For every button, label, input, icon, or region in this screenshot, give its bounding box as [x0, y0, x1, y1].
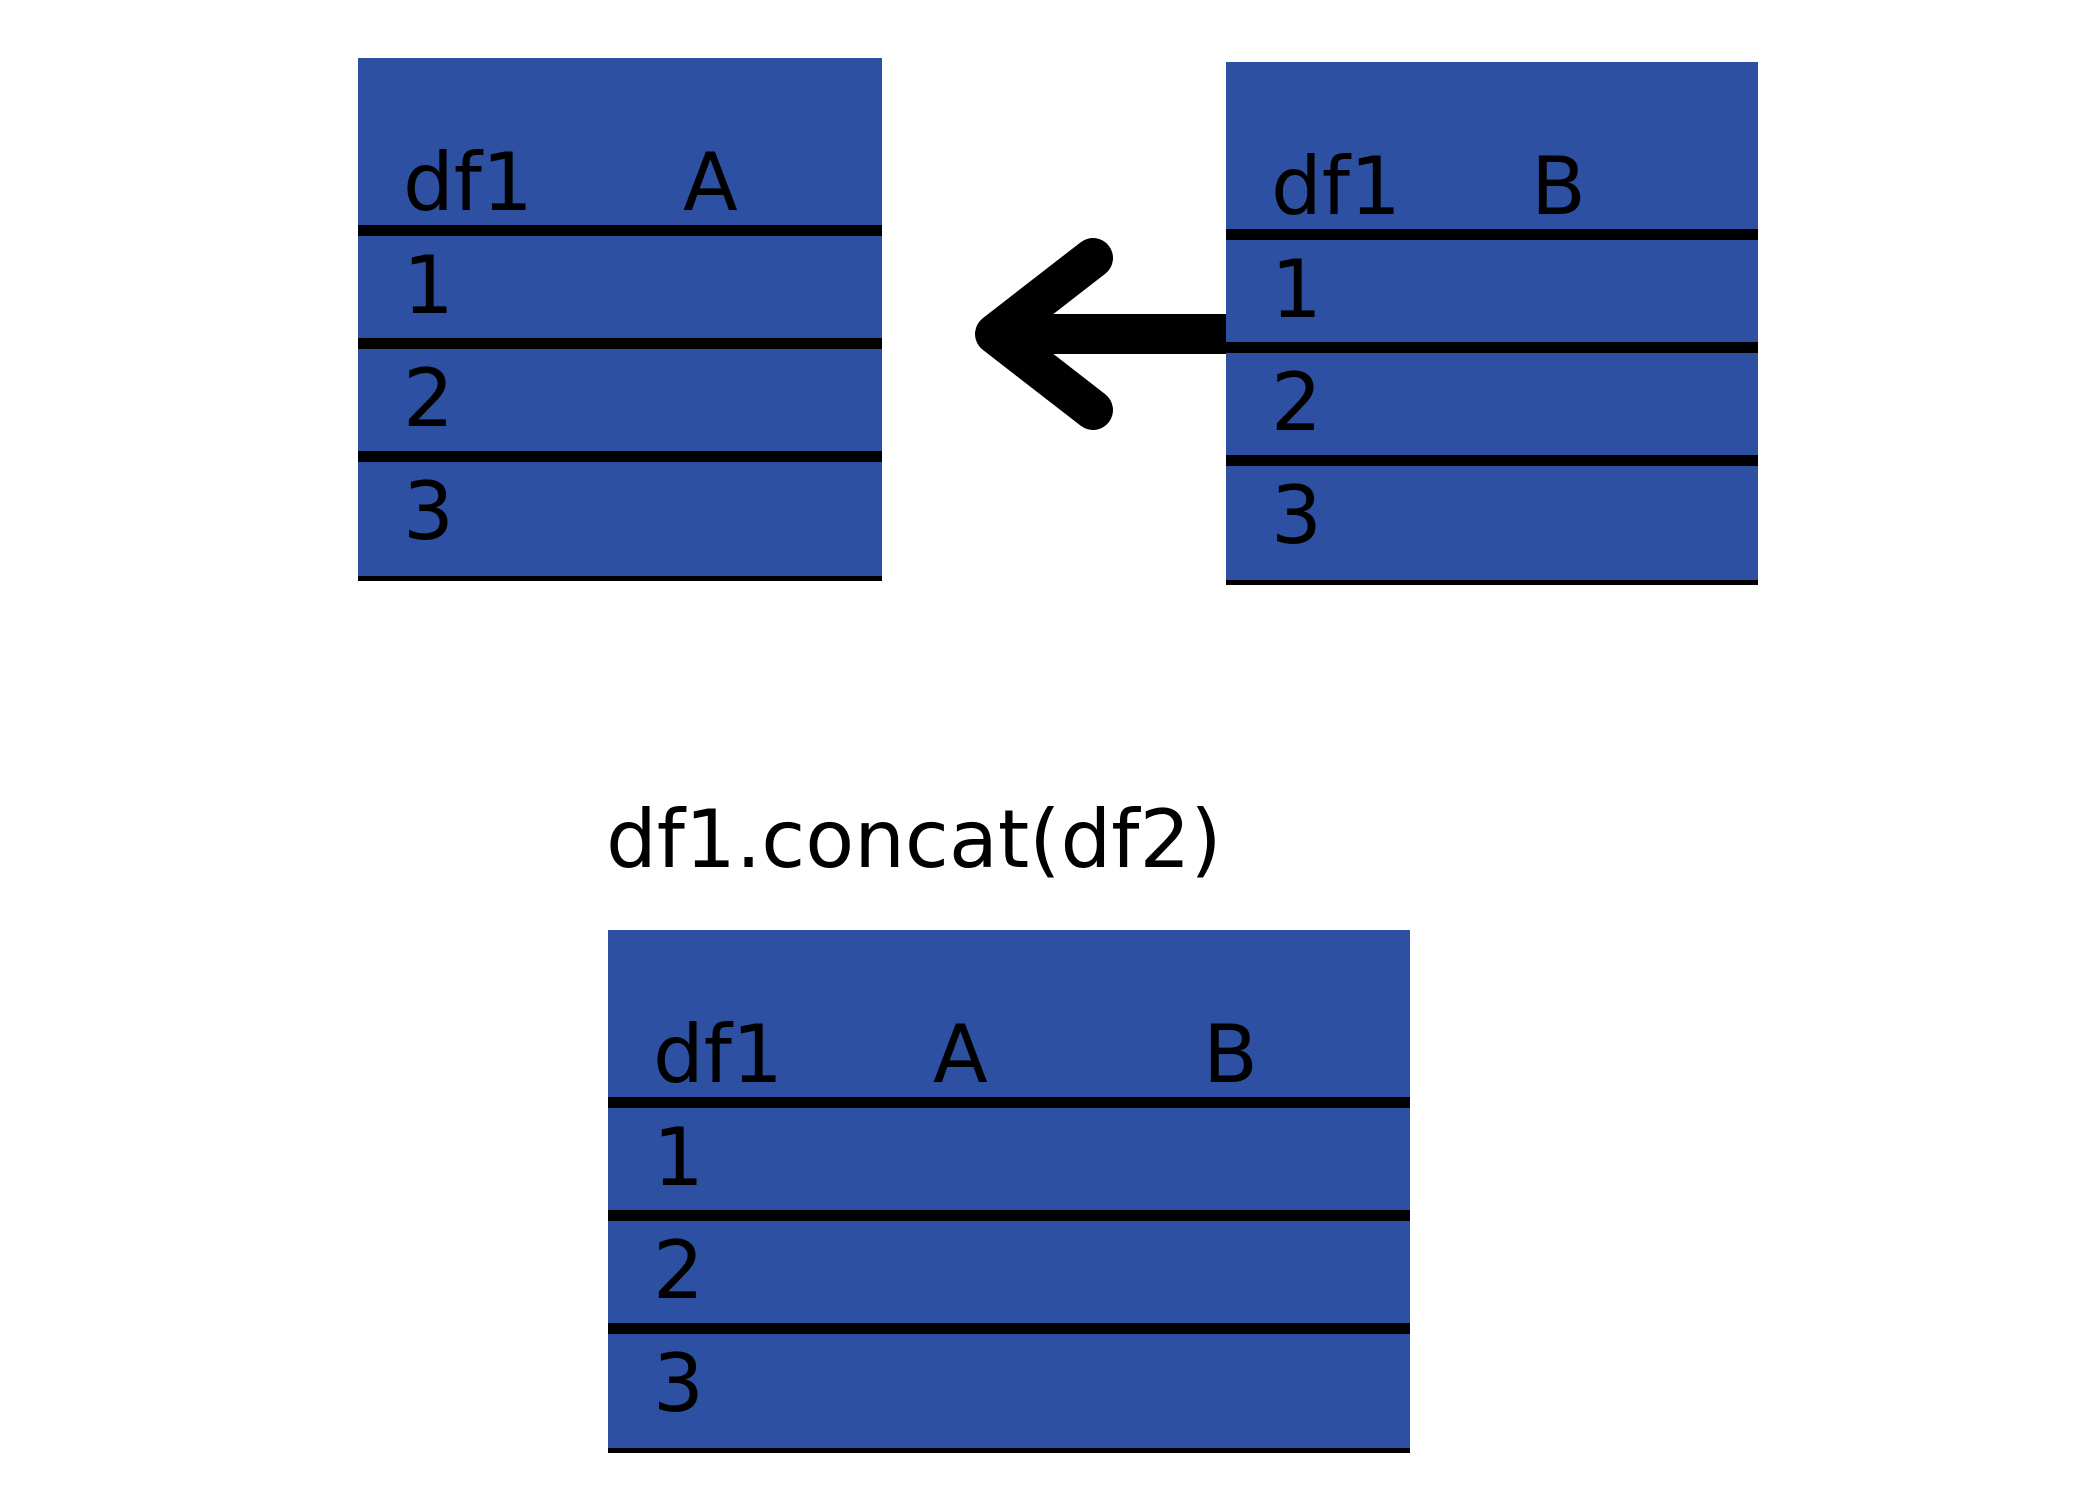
row-index: 2	[1271, 356, 1322, 449]
table-row: 3	[358, 462, 882, 575]
row-index: 1	[1271, 243, 1322, 336]
header-col-b: B	[1531, 140, 1586, 233]
table-row: 1	[358, 236, 882, 349]
row-index: 3	[653, 1337, 704, 1430]
table-row: 3	[608, 1334, 1410, 1447]
table-row: 2	[358, 349, 882, 462]
header-index-label: df1	[403, 136, 533, 229]
table-row: 2	[1226, 353, 1758, 466]
row-index: 3	[1271, 469, 1322, 562]
result-table-header: df1 A B	[608, 930, 1410, 1108]
header-index-label: df1	[653, 1008, 783, 1101]
row-index: 1	[653, 1111, 704, 1204]
row-index: 2	[403, 352, 454, 445]
row-index: 2	[653, 1224, 704, 1317]
header-col-a: A	[683, 136, 738, 229]
table-row: 3	[1226, 466, 1758, 579]
row-index: 1	[403, 239, 454, 332]
row-index: 3	[403, 465, 454, 558]
table-row: 2	[608, 1221, 1410, 1334]
table-row: 1	[1226, 240, 1758, 353]
result-table: df1 A B 1 2 3	[608, 930, 1410, 1453]
df2-table-header: df1 B	[1226, 62, 1758, 240]
df2-table: df1 B 1 2 3	[1226, 62, 1758, 585]
df1-table: df1 A 1 2 3	[358, 58, 882, 581]
header-col-a: A	[933, 1008, 988, 1101]
header-index-label: df1	[1271, 140, 1401, 233]
header-col-b: B	[1203, 1008, 1258, 1101]
df1-table-header: df1 A	[358, 58, 882, 236]
table-row: 1	[608, 1108, 1410, 1221]
concat-caption: df1.concat(df2)	[606, 793, 1222, 886]
